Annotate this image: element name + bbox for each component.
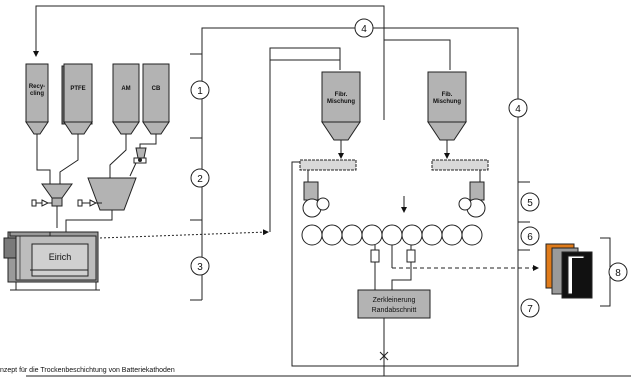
battery-cells xyxy=(545,243,593,299)
step-6-label: 6 xyxy=(527,232,533,243)
cutter-box: Zerkleinerung Randabschnitt xyxy=(357,289,431,319)
step-5: 5 xyxy=(520,192,540,212)
weigh-hopper-right xyxy=(65,177,137,234)
dosing-lines xyxy=(36,134,157,184)
step-circles: 1 2 3 4 4 5 6 7 xyxy=(190,18,628,318)
mixer-label: Eirich xyxy=(49,252,72,262)
step-3-label: 3 xyxy=(197,262,203,273)
step-1: 1 xyxy=(190,80,210,100)
recycle-loop-line xyxy=(26,5,631,377)
mixer-to-line-dashed xyxy=(99,229,269,239)
step-4-top: 4 xyxy=(354,18,374,38)
web-outputs xyxy=(370,245,416,290)
step-1-label: 1 xyxy=(197,86,203,97)
silo-ptfe-label: PTFE xyxy=(70,86,85,92)
bracket-right xyxy=(506,181,530,367)
fib-right-label-1: Fib. xyxy=(442,92,453,98)
silo-cb-label: CB xyxy=(152,86,161,92)
silo-to-feeder-lines xyxy=(338,140,450,159)
calender-feed-right xyxy=(458,181,486,218)
step-2-label: 2 xyxy=(197,174,203,185)
x-junction xyxy=(379,351,389,361)
loop-4-line xyxy=(201,27,519,367)
eirich-mixer: Eirich xyxy=(3,231,100,291)
step-4-right: 4 xyxy=(508,98,528,118)
calender-feed-left xyxy=(302,181,330,218)
step-7-label: 7 xyxy=(527,304,533,315)
silo-recycling: Recy- cling xyxy=(25,63,49,135)
silo-am: AM xyxy=(112,63,140,135)
silo-recycling-label-1: Recy- xyxy=(29,84,45,90)
step-5-label: 5 xyxy=(527,198,533,209)
weigh-hopper-left xyxy=(31,183,73,228)
silo-recycling-label-2: cling xyxy=(30,91,44,97)
fib-left-label-2: Mischung xyxy=(327,99,355,105)
silo-cb: CB xyxy=(142,63,170,135)
feed-lines-top xyxy=(269,39,451,232)
step-4-right-label: 4 xyxy=(515,104,521,115)
step-6: 6 xyxy=(520,226,540,246)
silo-ptfe: PTFE xyxy=(61,63,93,135)
cutter-label-1: Zerkleinerung xyxy=(373,297,416,304)
fib-silo-right: Fib. Mischung xyxy=(427,71,467,141)
cutter-label-2: Randabschnitt xyxy=(372,307,417,314)
small-dosing-hopper xyxy=(129,147,147,177)
fib-left-label-1: Fibr. xyxy=(335,92,348,98)
feeder-right xyxy=(431,159,489,183)
roller-train xyxy=(301,224,483,246)
caption: nzept für die Trockenbeschichtung von Ba… xyxy=(0,367,175,374)
step-7: 7 xyxy=(520,298,540,318)
silo-am-label: AM xyxy=(121,86,130,92)
fib-silo-left: Fibr. Mischung xyxy=(321,71,361,141)
step-8-label: 8 xyxy=(615,268,621,279)
fib-right-label-2: Mischung xyxy=(433,99,461,105)
feeder-left xyxy=(299,159,357,183)
step-4-top-label: 4 xyxy=(361,24,367,35)
step-2: 2 xyxy=(190,168,210,188)
step-3: 3 xyxy=(190,256,210,276)
step-8: 8 xyxy=(608,262,628,282)
